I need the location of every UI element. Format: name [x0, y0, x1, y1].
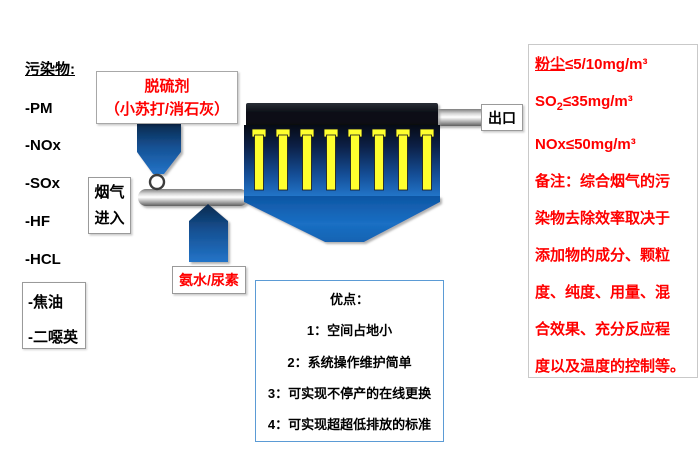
- pollutant-nox: -NOx: [25, 137, 61, 154]
- pollutant-dioxin: -二噁英: [28, 329, 78, 346]
- desulfurizer-label-line2: （小苏打/消石灰）: [104, 100, 230, 118]
- filter-bag: [347, 128, 363, 191]
- filter-bag: [395, 128, 411, 191]
- advantages-title: 优点：: [329, 292, 369, 307]
- note-line-2: 染物去除效率取决于: [535, 210, 671, 227]
- ammonia-injector: [189, 204, 228, 262]
- desulfurizer-feeder: [137, 124, 181, 174]
- pollutants-title: 污染物:: [25, 61, 75, 78]
- filter-bag: [323, 128, 339, 191]
- baghouse-header: [246, 103, 438, 127]
- dust-limit-value: ≤5/10mg/m³: [565, 56, 648, 73]
- outlet-label-box: 出口: [481, 104, 523, 131]
- desulfurizer-label-line1: 脱硫剂: [144, 77, 190, 95]
- outlet-pipe: [436, 109, 482, 126]
- so2-subscript: 2: [556, 101, 563, 113]
- note-line-1: 备注：综合烟气的污: [535, 173, 671, 190]
- flue-gas-inlet-label-box: 烟气 进入: [88, 177, 131, 234]
- ash-hopper: [244, 196, 440, 242]
- filter-bags: [251, 128, 435, 191]
- nox-limit: NOx≤50mg/m³: [535, 136, 636, 153]
- dust-limit-label: 粉尘: [535, 56, 566, 73]
- so2-value: ≤35mg/m³: [562, 93, 633, 110]
- advantages-box: 优点： 1：空间占地小 2：系统操作维护简单 3：可实现不停产的在线更换 4：可…: [255, 280, 444, 442]
- filter-bag: [419, 128, 435, 191]
- pollutant-tar: -焦油: [28, 294, 63, 311]
- emission-note-panel: 粉尘≤5/10mg/m³ SO2≤35mg/m³ NOx≤50mg/m³ 备注：…: [528, 44, 698, 378]
- baghouse-body: [244, 125, 440, 196]
- so2-label: SO: [535, 93, 557, 110]
- pollutant-pm: -PM: [25, 100, 53, 117]
- ammonia-urea-label-box: 氨水/尿素: [172, 266, 246, 294]
- ammonia-urea-label: 氨水/尿素: [179, 272, 239, 288]
- flue-gas-label-line1: 烟气: [94, 183, 125, 201]
- advantage-item-2: 2：系统操作维护简单: [287, 354, 412, 370]
- advantage-item-4: 4：可实现超超低排放的标准: [267, 417, 432, 432]
- filter-bag: [299, 128, 315, 191]
- pollutant-hf: -HF: [25, 213, 50, 230]
- pollutant-hcl: -HCL: [25, 251, 61, 268]
- outlet-label: 出口: [488, 109, 516, 126]
- pollutant-sox: -SOx: [25, 175, 61, 192]
- flue-gas-label-line2: 进入: [94, 209, 125, 227]
- rotary-valve-icon: [148, 173, 166, 191]
- advantage-item-3: 3：可实现不停产的在线更换: [267, 385, 432, 401]
- note-line-4: 度、纯度、用量、混: [535, 284, 671, 301]
- so2-limit: SO2≤35mg/m³: [535, 83, 697, 126]
- flue-gas-inlet-pipe: [138, 189, 248, 206]
- note-line-6: 度以及温度的控制等。: [535, 358, 686, 375]
- dust-limit: 粉尘≤5/10mg/m³: [535, 46, 697, 83]
- filter-bag: [251, 128, 267, 191]
- desulfurizer-label-box: 脱硫剂 （小苏打/消石灰）: [96, 71, 238, 124]
- note-line-5: 合效果、充分反应程: [535, 321, 671, 338]
- advantage-item-1: 1：空间占地小: [306, 323, 393, 339]
- filter-bag: [275, 128, 291, 191]
- pollutant-extra-box: -焦油 -二噁英: [22, 282, 86, 349]
- note-line-3: 添加物的成分、颗粒: [535, 247, 671, 264]
- filter-bag: [371, 128, 387, 191]
